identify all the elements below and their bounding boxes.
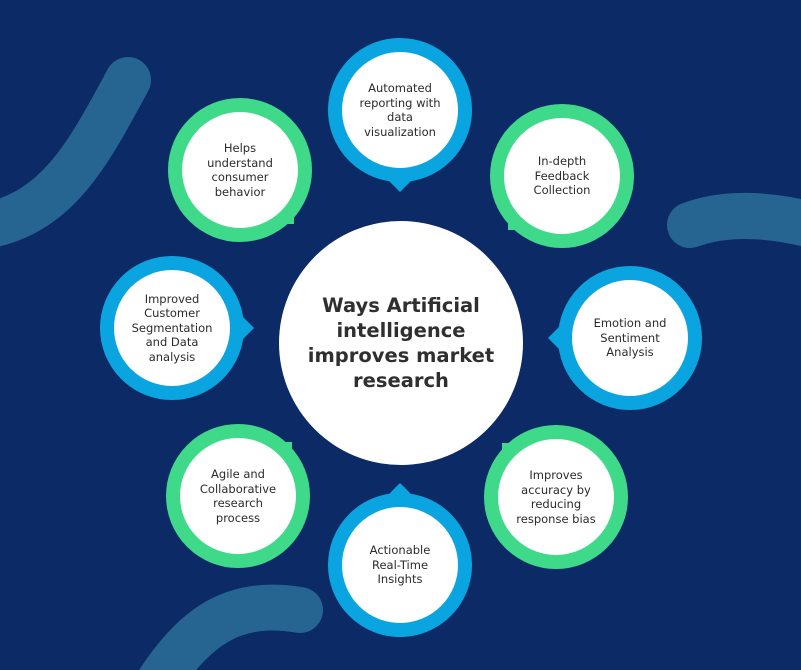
item-7-bubble: Helps understand consumer behavior (168, 98, 312, 242)
decor-swoosh-bottom (139, 584, 323, 670)
item-4-label: Actionable Real-Time Insights (369, 543, 431, 587)
item-1-label: In-depth Feedback Collection (533, 154, 591, 198)
item-0-tail (388, 180, 412, 192)
item-0-bubble: Automated reporting with data visualizat… (328, 38, 472, 182)
decor-swoosh-left (0, 57, 151, 247)
item-6-tail (242, 316, 254, 340)
item-7-label: Helps understand consumer behavior (207, 141, 273, 199)
item-2-bubble: Emotion and Sentiment Analysis (558, 266, 702, 410)
center-title-circle: Ways Artificial intelligence improves ma… (279, 221, 523, 465)
item-2-label: Emotion and Sentiment Analysis (593, 316, 667, 360)
item-0-label: Automated reporting with data visualizat… (359, 81, 441, 139)
item-2-tail (548, 326, 560, 350)
item-1-bubble: In-depth Feedback Collection (490, 104, 634, 248)
item-3-label: Improves accuracy by reducing response b… (516, 468, 596, 526)
center-title: Ways Artificial intelligence improves ma… (307, 294, 495, 392)
item-4-tail (388, 483, 412, 495)
item-6-bubble: Improved Customer Segmentation and Data … (100, 256, 244, 400)
decor-swoosh-right (667, 192, 801, 248)
item-6-label: Improved Customer Segmentation and Data … (131, 291, 213, 364)
item-3-bubble: Improves accuracy by reducing response b… (484, 425, 628, 569)
item-5-bubble: Agile and Collaborative research process (166, 424, 310, 568)
item-5-label: Agile and Collaborative research process (199, 467, 277, 525)
item-4-bubble: Actionable Real-Time Insights (328, 493, 472, 637)
